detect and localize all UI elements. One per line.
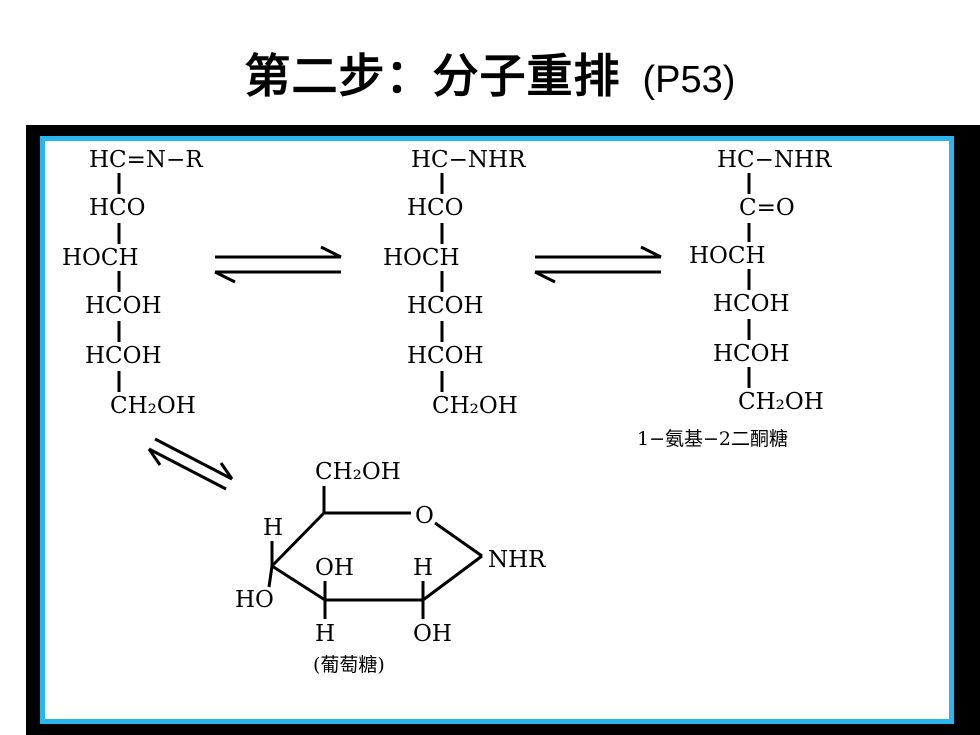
schiff-c2: HCO bbox=[89, 195, 146, 221]
rearrangement-diagram: HC=N−R HCO HOCH HCOH HCOH CH₂OH HC−NHR H… bbox=[62, 147, 832, 676]
schiff-c3: HOCH bbox=[62, 245, 139, 271]
enamine-c2: HCO bbox=[407, 195, 464, 221]
enamine-c4: HCOH bbox=[407, 293, 484, 319]
schiff-c1: HC=N−R bbox=[89, 147, 203, 173]
title-text: 第二步：分子重排 bbox=[244, 49, 621, 103]
schiff-c5: HCOH bbox=[85, 343, 162, 369]
glucosylamine-ring: CH₂OH O NHR H HO OH H H OH (葡萄糖) bbox=[235, 459, 546, 676]
enamine-c1: HC−NHR bbox=[411, 147, 526, 173]
equilibrium-arrow-2 bbox=[534, 245, 662, 284]
page-reference: (P53) bbox=[642, 59, 736, 101]
equilibrium-arrow-diagonal bbox=[147, 437, 234, 491]
amadori-c6: CH₂OH bbox=[738, 389, 824, 415]
enamine-structure: HC−NHR HCO HOCH HCOH HCOH CH₂OH bbox=[383, 147, 526, 419]
diagram-panel: HC=N−R HCO HOCH HCOH HCOH CH₂OH HC−NHR H… bbox=[40, 136, 954, 724]
amadori-name-label: 1−氨基−2二酮糖 bbox=[637, 428, 788, 450]
ring-h-top: H bbox=[413, 555, 433, 581]
ring-name-label: (葡萄糖) bbox=[313, 654, 385, 676]
amadori-c4: HCOH bbox=[713, 291, 790, 317]
ring-ch2oh-label: CH₂OH bbox=[315, 459, 401, 485]
ring-nhr-label: NHR bbox=[488, 547, 546, 573]
enamine-c6: CH₂OH bbox=[432, 393, 518, 419]
schiff-c4: HCOH bbox=[85, 293, 162, 319]
ring-h-bottom: H bbox=[315, 621, 335, 647]
amadori-c3: HOCH bbox=[689, 243, 766, 269]
ring-h-left: H bbox=[263, 515, 283, 541]
amadori-c5: HCOH bbox=[713, 341, 790, 367]
slide-title: 第二步：分子重排 (P53) bbox=[0, 40, 980, 106]
enamine-c5: HCOH bbox=[407, 343, 484, 369]
schiff-c6: CH₂OH bbox=[110, 393, 196, 419]
schiff-base-structure: HC=N−R HCO HOCH HCOH HCOH CH₂OH bbox=[62, 147, 203, 419]
ring-oh-bottom: OH bbox=[413, 621, 452, 647]
ring-ho-label: HO bbox=[235, 587, 274, 613]
amadori-structure: HC−NHR C=O HOCH HCOH HCOH CH₂OH 1−氨基−2二酮… bbox=[637, 147, 832, 450]
equilibrium-arrow-1 bbox=[214, 245, 342, 284]
ring-o-label: O bbox=[415, 503, 434, 529]
amadori-c2: C=O bbox=[739, 195, 795, 221]
ring-oh-top: OH bbox=[315, 555, 354, 581]
amadori-c1: HC−NHR bbox=[717, 147, 832, 173]
enamine-c3: HOCH bbox=[383, 245, 460, 271]
